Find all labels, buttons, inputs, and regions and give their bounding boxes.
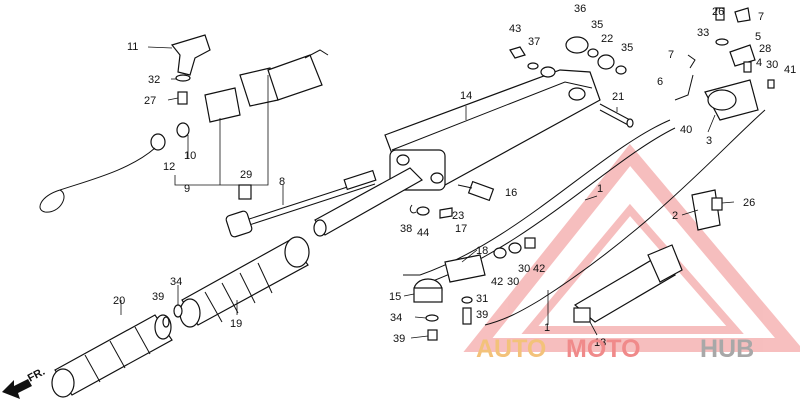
label-31: 31	[476, 293, 488, 305]
label-11: 11	[127, 41, 138, 53]
label-13: 13	[594, 337, 606, 349]
washer-44	[416, 206, 430, 216]
label-19: 19	[230, 318, 242, 330]
label-16: 16	[505, 187, 517, 199]
watermark-hub: HUB	[700, 335, 754, 363]
label-41: 41	[784, 64, 796, 76]
washer-42a	[493, 247, 507, 259]
heater-assembly	[39, 49, 329, 213]
rod-8	[225, 169, 377, 238]
washer-35b	[615, 65, 627, 75]
label-14: 14	[460, 90, 472, 102]
front-direction-arrow	[2, 379, 32, 399]
label-39b: 39	[393, 333, 405, 345]
label-36: 36	[574, 3, 586, 15]
watermark-triangle	[463, 143, 800, 352]
watermark-auto: AUTO	[476, 335, 546, 363]
label-29: 29	[240, 169, 252, 181]
front-direction-label: FR.	[26, 366, 47, 385]
label-10: 10	[184, 150, 196, 162]
label-6: 6	[657, 76, 663, 88]
label-43: 43	[509, 23, 521, 35]
label-30b: 30	[507, 276, 519, 288]
label-1b: 1	[544, 322, 550, 334]
washer-36	[565, 36, 589, 54]
label-26a: 26	[712, 6, 724, 18]
bracket-11	[170, 34, 211, 76]
label-42a: 42	[491, 276, 503, 288]
label-12: 12	[163, 161, 175, 173]
label-9: 9	[184, 183, 190, 195]
label-3: 3	[706, 135, 712, 147]
label-34a: 34	[390, 312, 402, 324]
label-2: 2	[672, 210, 678, 222]
label-39c: 39	[152, 291, 164, 303]
label-35a: 35	[591, 19, 603, 31]
clip-23	[439, 207, 453, 219]
label-40: 40	[680, 124, 692, 136]
label-30c: 30	[518, 263, 530, 275]
swing-arm	[384, 66, 601, 191]
washer-35	[587, 48, 599, 58]
holder-16	[457, 180, 495, 202]
label-44: 44	[417, 227, 429, 239]
label-15: 15	[389, 291, 401, 303]
label-27: 27	[144, 95, 156, 107]
throttle-mechanism	[674, 7, 775, 121]
washer-32	[175, 74, 191, 82]
bolt-39a	[462, 307, 472, 325]
inner-shaft	[313, 167, 423, 237]
lever-13	[573, 244, 683, 323]
nut-29	[238, 184, 252, 200]
washer-39	[162, 316, 170, 328]
bolt-39b	[427, 329, 438, 341]
grip-20	[51, 314, 173, 398]
label-28: 28	[759, 43, 771, 55]
label-20: 20	[113, 295, 125, 307]
label-22: 22	[601, 33, 613, 45]
label-33: 33	[697, 27, 709, 39]
label-23: 23	[452, 210, 464, 222]
washer-34a	[425, 314, 439, 322]
label-8: 8	[279, 176, 285, 188]
watermark-text: AUTO MOTO HUB	[476, 335, 754, 363]
label-39a: 39	[476, 309, 488, 321]
nut-42b	[524, 237, 536, 249]
watermark-moto: MOTO	[566, 335, 641, 363]
label-37: 37	[528, 36, 540, 48]
label-38: 38	[400, 223, 412, 235]
leader-lines	[120, 46, 735, 339]
washer-34	[173, 304, 183, 318]
bearing-22	[597, 54, 615, 70]
label-7a: 7	[758, 11, 764, 23]
label-30a: 30	[766, 59, 778, 71]
pin-21	[599, 103, 634, 128]
label-18: 18	[476, 245, 488, 257]
clip-38	[409, 204, 417, 214]
washer-31	[461, 296, 473, 304]
bolt-27	[177, 91, 188, 105]
bracket-2	[691, 189, 723, 231]
label-21: 21	[612, 91, 624, 103]
label-1a: 1	[597, 183, 603, 195]
label-7b: 7	[668, 49, 674, 61]
washer-30b	[508, 242, 522, 254]
label-26b: 26	[743, 197, 755, 209]
label-32: 32	[148, 74, 160, 86]
washer-37	[527, 62, 539, 70]
nut-43	[509, 46, 526, 59]
grip-19	[179, 236, 310, 328]
label-5: 5	[755, 31, 761, 43]
label-42b: 42	[533, 263, 545, 275]
label-35b: 35	[621, 42, 633, 54]
label-17: 17	[455, 223, 467, 235]
switch-15	[413, 254, 486, 303]
callout-labels: 43 37 36 35 22 35 26 7 33 5 28 7 4 30 41…	[113, 3, 796, 349]
label-4: 4	[756, 57, 762, 69]
label-34b: 34	[170, 276, 182, 288]
